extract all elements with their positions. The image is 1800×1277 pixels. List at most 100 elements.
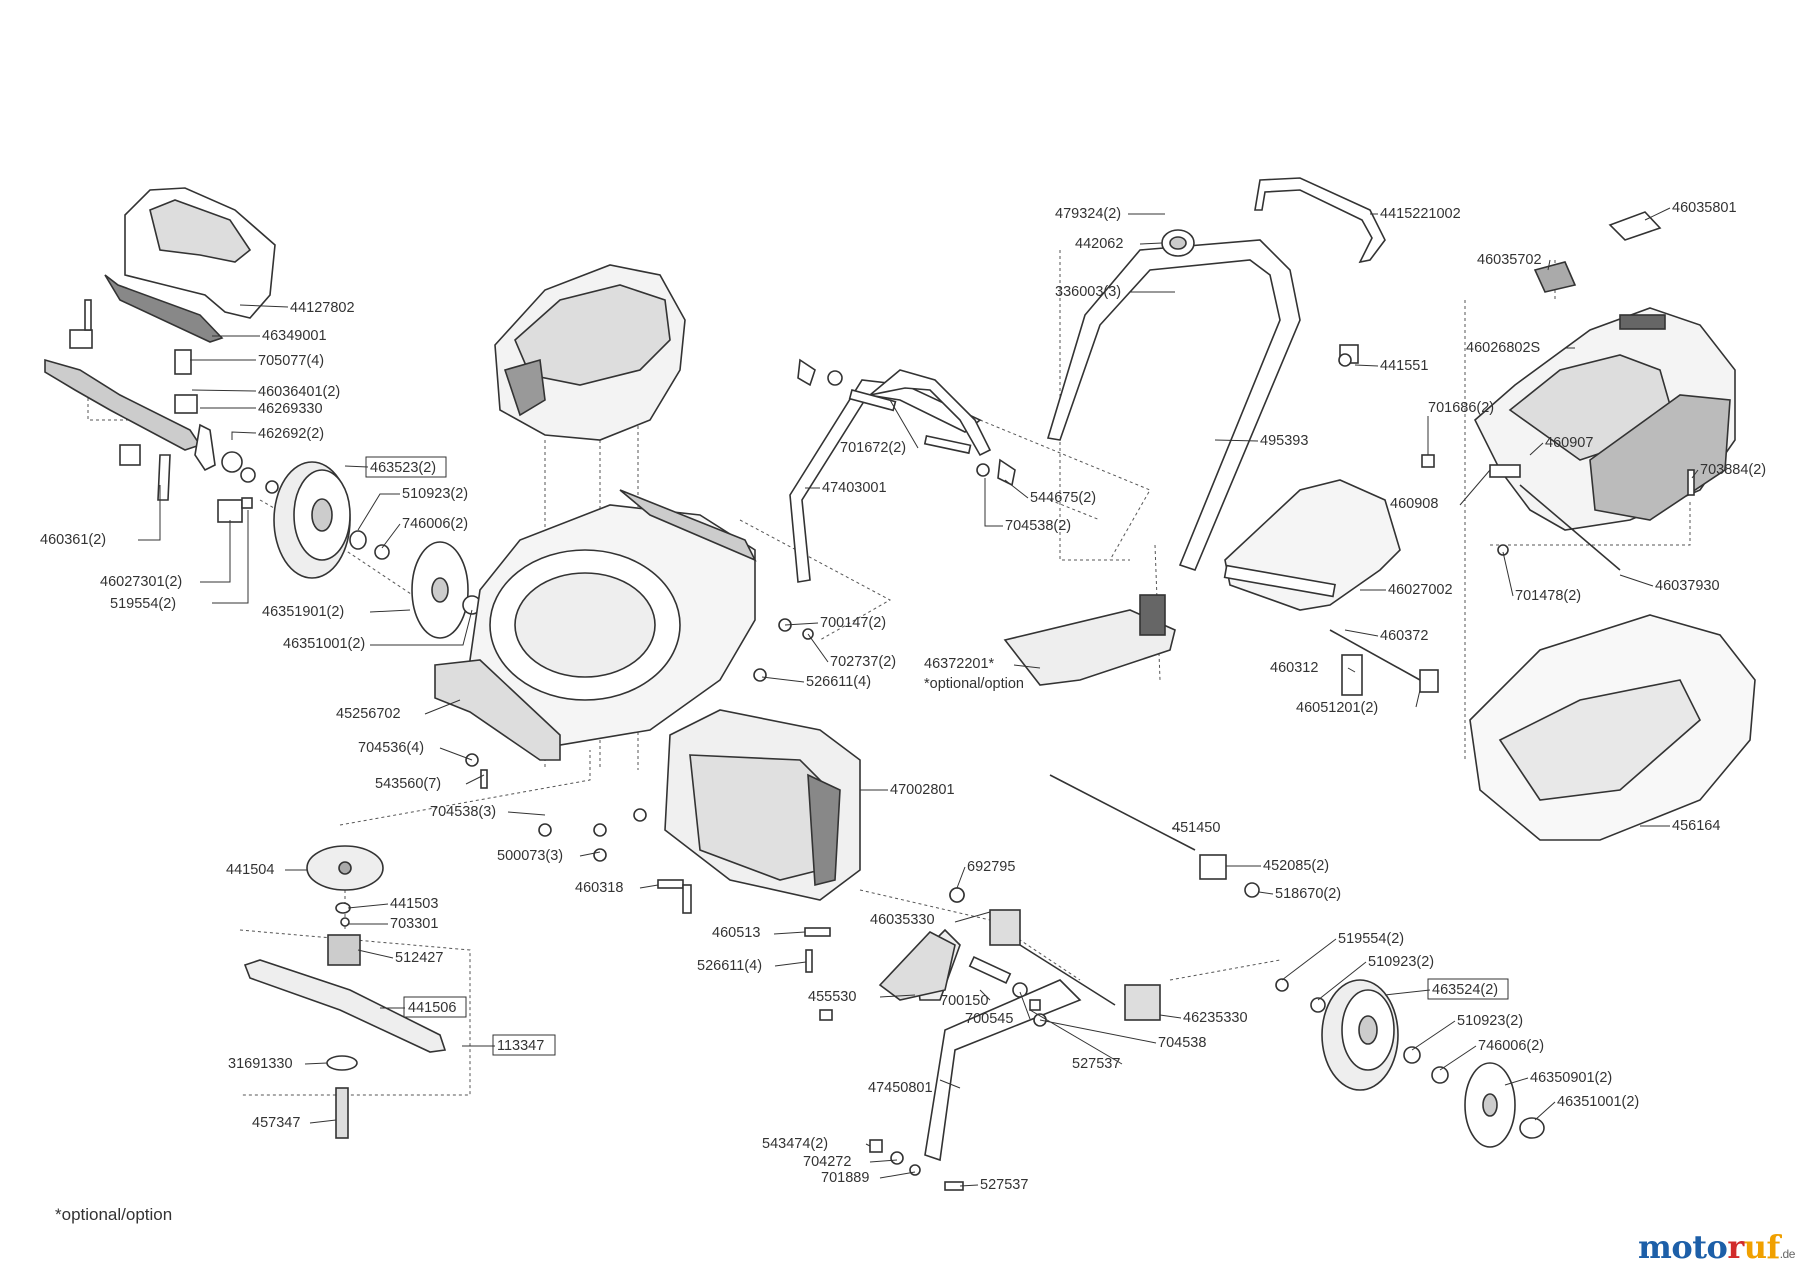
label-700147: 700147(2) xyxy=(820,615,886,631)
label-544675: 544675(2) xyxy=(1030,490,1096,506)
label-46027002: 46027002 xyxy=(1388,582,1453,598)
logo-part-2: to xyxy=(1692,1228,1728,1266)
label-113347: 113347 xyxy=(497,1038,544,1054)
label-518670: 518670(2) xyxy=(1275,886,1341,902)
label-336003: 336003(3) xyxy=(1055,284,1121,300)
label-510923c: 510923(2) xyxy=(1457,1013,1523,1029)
motoruf-logo: motoruf.de xyxy=(1638,1228,1795,1266)
label-500073: 500073(3) xyxy=(497,848,563,864)
label-510923a: 510923(2) xyxy=(402,486,468,502)
leader-lines xyxy=(138,207,1699,1187)
label-46235330: 46235330 xyxy=(1183,1010,1248,1026)
label-456164: 456164 xyxy=(1672,818,1720,834)
part-labels: 44127802 46349001 705077(4) 46036401(2) … xyxy=(40,200,1766,1193)
label-479324: 479324(2) xyxy=(1055,206,1121,222)
label-46051201: 46051201(2) xyxy=(1296,700,1378,716)
label-703301: 703301 xyxy=(390,916,438,932)
label-463523: 463523(2) xyxy=(370,460,436,476)
label-457347: 457347 xyxy=(252,1115,300,1131)
label-46035330: 46035330 xyxy=(870,912,935,928)
label-705077: 705077(4) xyxy=(258,353,324,369)
label-746006b: 746006(2) xyxy=(1478,1038,1544,1054)
label-519554b: 519554(2) xyxy=(1338,931,1404,947)
box-463523 xyxy=(365,456,447,478)
wing-knobs xyxy=(797,358,1016,487)
handle-cover-part xyxy=(104,187,276,343)
label-460372: 460372 xyxy=(1380,628,1428,644)
box-463524 xyxy=(1427,978,1509,1000)
footnote: *optional/option xyxy=(55,1205,173,1224)
label-700150: 700150 xyxy=(940,993,988,1009)
label-47403001: 47403001 xyxy=(822,480,887,496)
grass-catcher-top xyxy=(1474,307,1736,531)
label-46037930: 46037930 xyxy=(1655,578,1720,594)
rear-axle-rod xyxy=(1049,774,1260,898)
label-441504: 441504 xyxy=(226,862,274,878)
right-front-wheel xyxy=(1275,978,1545,1148)
label-519554a: 519554(2) xyxy=(110,596,176,612)
label-543474: 543474(2) xyxy=(762,1136,828,1152)
grass-bag-lid xyxy=(1223,479,1401,611)
label-4415221002: 4415221002 xyxy=(1380,206,1461,222)
label-46035801: 46035801 xyxy=(1672,200,1737,216)
label-700545: 700545 xyxy=(965,1011,1013,1027)
label-46351001a: 46351001(2) xyxy=(283,636,365,652)
rear-chute xyxy=(664,709,861,901)
label-512427: 512427 xyxy=(395,950,443,966)
label-460361: 460361(2) xyxy=(40,532,106,548)
label-495393: 495393 xyxy=(1260,433,1308,449)
label-702737: 702737(2) xyxy=(830,654,896,670)
label-46350901: 46350901(2) xyxy=(1530,1070,1612,1086)
upper-handle xyxy=(1046,239,1301,571)
label-441503: 441503 xyxy=(390,896,438,912)
label-704538a: 704538(3) xyxy=(430,804,496,820)
label-46027301: 46027301(2) xyxy=(100,574,182,590)
box-113347 xyxy=(492,1034,556,1056)
label-46351001b: 46351001(2) xyxy=(1557,1094,1639,1110)
small-cap-parts xyxy=(1533,211,1662,293)
label-442062: 442062 xyxy=(1075,236,1123,252)
label-701672: 701672(2) xyxy=(840,440,906,456)
label-46351901: 46351901(2) xyxy=(262,604,344,620)
label-31691330: 31691330 xyxy=(228,1056,293,1072)
logo-part-1: mo xyxy=(1638,1228,1693,1266)
label-460312: 460312 xyxy=(1270,660,1318,676)
label-704538b: 704538(2) xyxy=(1005,518,1071,534)
top-handle-bar xyxy=(1254,177,1386,264)
label-527537a: 527537 xyxy=(1072,1056,1120,1072)
label-701889: 701889 xyxy=(821,1170,869,1186)
label-463524: 463524(2) xyxy=(1432,982,1498,998)
label-455530: 455530 xyxy=(808,989,856,1005)
blade-parts xyxy=(243,845,447,1139)
mulch-insert xyxy=(1003,594,1176,686)
label-45256702: 45256702 xyxy=(336,706,401,722)
label-441506: 441506 xyxy=(408,1000,456,1016)
label-46269330: 46269330 xyxy=(258,401,323,417)
label-46372201: 46372201* xyxy=(924,656,995,672)
logo-part-4: uf xyxy=(1743,1228,1781,1266)
label-527537b: 527537 xyxy=(980,1177,1028,1193)
label-692795: 692795 xyxy=(967,859,1015,875)
assembly-lines xyxy=(87,250,1691,1096)
label-704538c: 704538 xyxy=(1158,1035,1206,1051)
label-704536: 704536(4) xyxy=(358,740,424,756)
label-boxes xyxy=(365,456,1509,1056)
front-axle-mechanism xyxy=(869,887,1161,1191)
left-rear-wheel xyxy=(273,461,482,639)
mower-deck xyxy=(434,489,757,789)
label-704272: 704272 xyxy=(803,1154,851,1170)
logo-part-3: r xyxy=(1727,1228,1744,1266)
label-746006a: 746006(2) xyxy=(402,516,468,532)
label-703884: 703884(2) xyxy=(1700,462,1766,478)
label-46035702: 46035702 xyxy=(1477,252,1542,268)
label-460908: 460908 xyxy=(1390,496,1438,512)
label-47450801: 47450801 xyxy=(868,1080,933,1096)
grass-catcher-bag xyxy=(1469,614,1756,841)
label-44127802: 44127802 xyxy=(290,300,355,316)
motor-cover xyxy=(494,264,686,441)
handle-clips xyxy=(1161,229,1359,367)
box-441506 xyxy=(403,996,467,1018)
label-451450: 451450 xyxy=(1172,820,1220,836)
